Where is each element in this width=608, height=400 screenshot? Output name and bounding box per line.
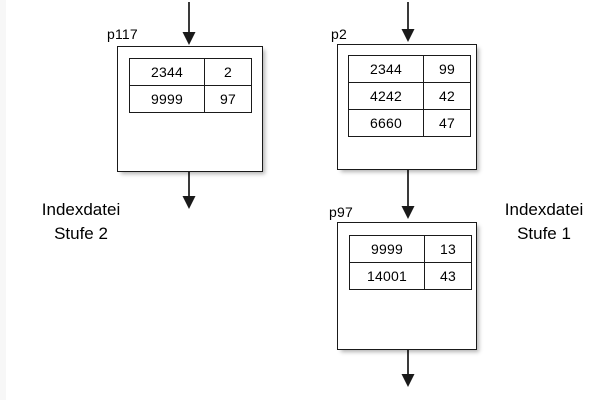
arrow-out-of-p97 [398,348,418,392]
arrow-into-p2 [398,0,418,46]
arrow-into-p117 [179,0,199,46]
index-entries-p2: 2344 99 4242 42 6660 47 [348,55,471,137]
table-row: 9999 97 [129,85,252,113]
table-row: 6660 47 [348,109,471,137]
index-entries-p97: 9999 13 14001 43 [349,235,472,290]
arrow-p2-to-p97 [398,168,418,224]
entry-pointer: 99 [423,55,471,83]
caption-right-line1: Indexdatei [504,200,584,219]
table-row: 9999 13 [349,235,472,263]
entry-pointer: 42 [423,82,471,110]
node-label-p97: p97 [329,204,353,220]
entry-key: 9999 [129,85,205,113]
caption-left-line1: Indexdatei [41,200,121,219]
node-label-p2: p2 [331,26,347,42]
table-row: 4242 42 [348,82,471,110]
table-row: 2344 99 [348,55,471,83]
entry-key: 2344 [348,55,424,83]
caption-right: Indexdatei Stufe 1 [488,198,600,246]
entry-pointer: 13 [424,235,472,263]
node-label-p117: p117 [107,26,138,42]
entry-pointer: 43 [424,262,472,290]
entry-key: 14001 [349,262,425,290]
caption-left: Indexdatei Stufe 2 [16,198,146,246]
caption-right-line2: Stufe 1 [517,224,571,244]
arrow-out-of-p117 [179,170,199,212]
index-entries-p117: 2344 2 9999 97 [129,58,252,113]
entry-key: 6660 [348,109,424,137]
entry-pointer: 2 [204,58,252,86]
entry-key: 2344 [129,58,205,86]
entry-key: 9999 [349,235,425,263]
table-row: 2344 2 [129,58,252,86]
left-edge-strip [0,0,6,400]
entry-pointer: 97 [204,85,252,113]
entry-key: 4242 [348,82,424,110]
entry-pointer: 47 [423,109,471,137]
table-row: 14001 43 [349,262,472,290]
caption-left-line2: Stufe 2 [54,224,108,244]
